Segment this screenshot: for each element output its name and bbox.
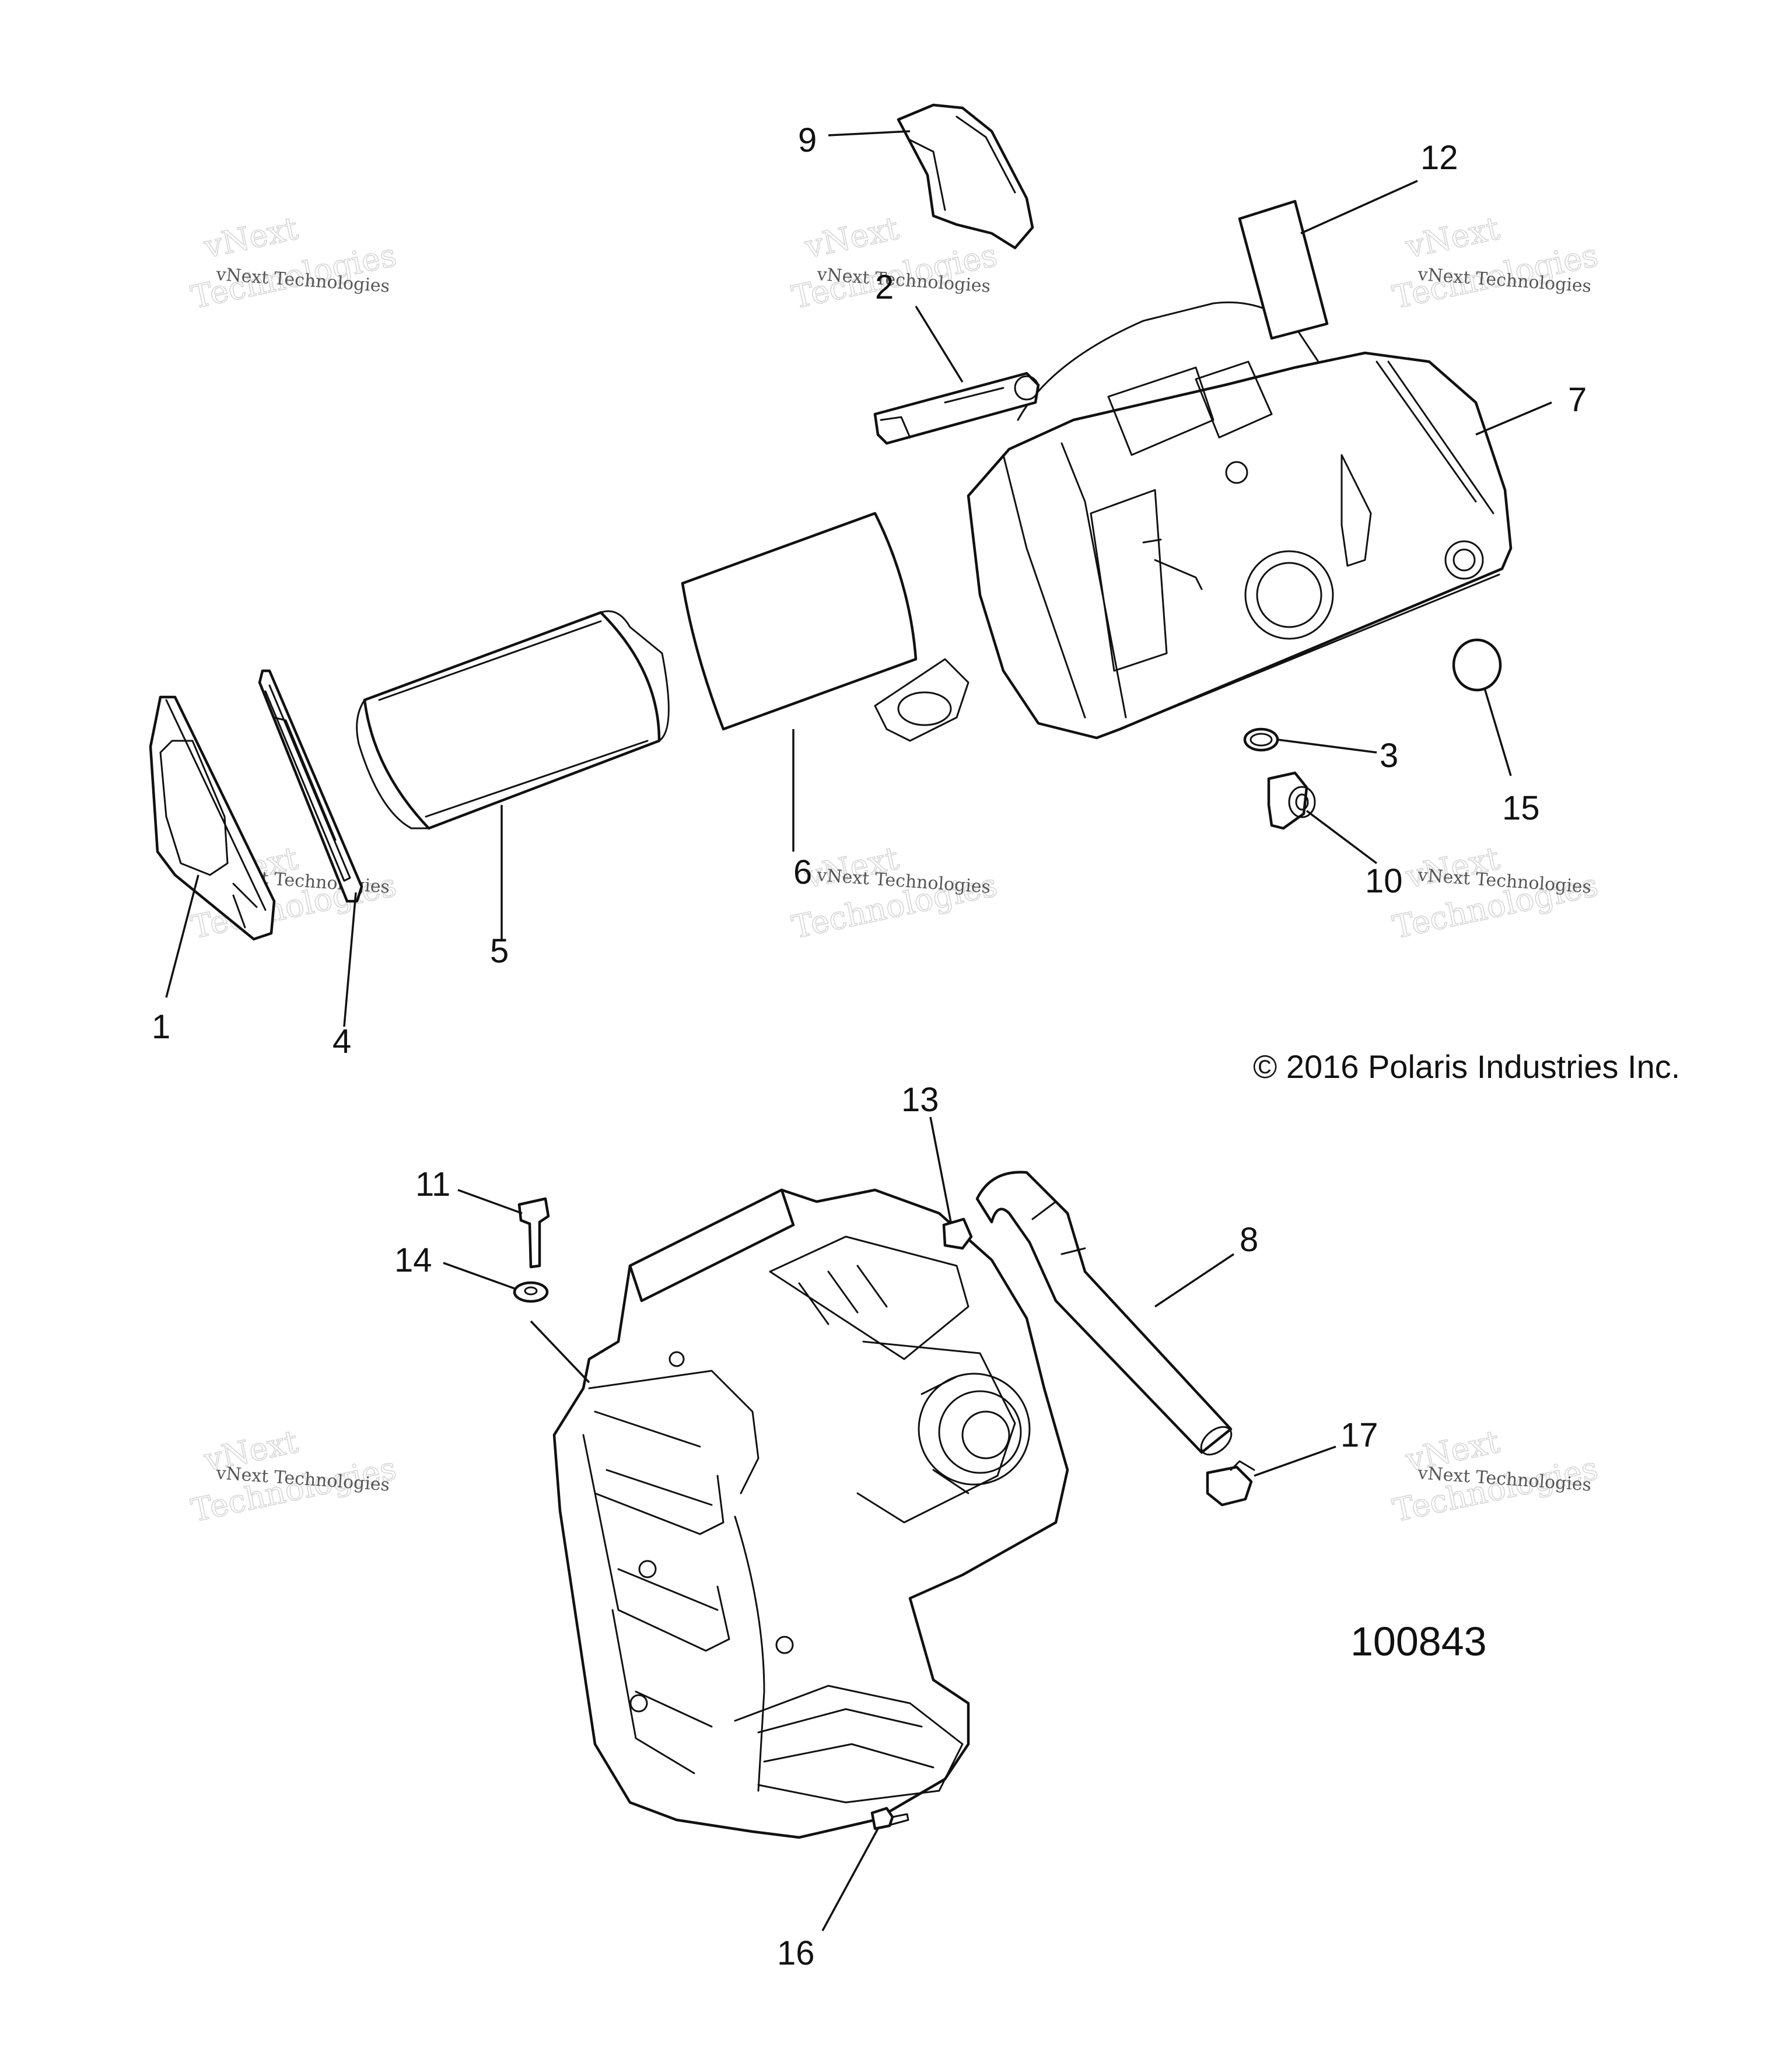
part-17-hose-clamp: [1206, 1460, 1255, 1507]
part-5-air-filter: [356, 610, 670, 830]
watermark-vnext: vNext: [802, 209, 902, 265]
leader-16: [821, 1828, 879, 1931]
leader-11: [457, 1189, 523, 1214]
leader-4: [343, 892, 357, 1027]
leader-14: [443, 1262, 517, 1290]
watermark-vnext: vNext: [201, 209, 302, 265]
leader-10: [1306, 810, 1378, 864]
part-2-latch: [873, 372, 1040, 445]
part-8-hose: [975, 1171, 1233, 1456]
callout-1: 1: [152, 1008, 170, 1046]
leader-13: [929, 1116, 952, 1223]
callout-9: 9: [798, 121, 817, 159]
leader-lines: [165, 130, 1552, 1931]
leader-3: [1277, 738, 1377, 754]
leader-17: [1254, 1445, 1336, 1477]
part-10-drain-valve: [1267, 771, 1316, 830]
part-4-gasket: [258, 669, 363, 903]
leader-2: [915, 306, 964, 383]
callout-3: 3: [1380, 737, 1398, 775]
leader-14-assembly: [530, 1320, 590, 1384]
callout-5: 5: [490, 932, 509, 970]
part-3-o-ring: [1243, 727, 1279, 752]
callout-11: 11: [415, 1165, 450, 1203]
watermark-vnext: vNext: [1402, 209, 1503, 265]
leader-15: [1483, 688, 1512, 776]
part-7-airbox: [874, 301, 1513, 742]
callout-2: 2: [875, 268, 894, 306]
part-11-bolt: [517, 1197, 550, 1269]
airbox-assembly: [552, 1188, 1069, 1839]
callout-10: 10: [1365, 862, 1403, 900]
part-14-washer: [513, 1281, 549, 1303]
leader-9: [828, 130, 911, 136]
callout-7: 7: [1568, 381, 1587, 419]
watermark: vNext Technologies: [1389, 1423, 1601, 1530]
callout-8: 8: [1240, 1221, 1258, 1259]
callout-4: 4: [332, 1023, 351, 1060]
part-12-foam-strip: [1238, 199, 1329, 340]
callout-6: 6: [793, 853, 812, 891]
watermark: vNext Technologies: [187, 1423, 400, 1530]
part-1-airbox-cover: [149, 695, 276, 941]
part-13-clamp: [942, 1217, 973, 1250]
leader-12: [1300, 180, 1418, 234]
part-6-prefilter: [681, 512, 918, 731]
callout-15: 15: [1502, 789, 1540, 827]
watermark: vNext Technologies: [187, 209, 400, 317]
callouts: 9 12 2 7 3 15 10 6 5 1 4 13 8 11 14 17 1…: [152, 121, 1587, 1972]
watermark: vNext Technologies: [1389, 209, 1601, 317]
callout-13: 13: [901, 1081, 939, 1119]
document-number: 100843: [1350, 1619, 1487, 1664]
copyright-notice: © 2016 Polaris Industries Inc.: [1253, 1048, 1680, 1085]
leader-8: [1154, 1253, 1234, 1308]
callout-12: 12: [1420, 139, 1458, 177]
callout-16: 16: [777, 1934, 815, 1972]
leader-1: [165, 874, 200, 998]
part-15-cap: [1452, 638, 1502, 692]
leader-7: [1475, 401, 1552, 436]
callout-14: 14: [394, 1241, 432, 1279]
part-9-duct-cover: [897, 103, 1034, 250]
callout-17: 17: [1340, 1416, 1378, 1454]
part-16-screw: [870, 1807, 909, 1830]
